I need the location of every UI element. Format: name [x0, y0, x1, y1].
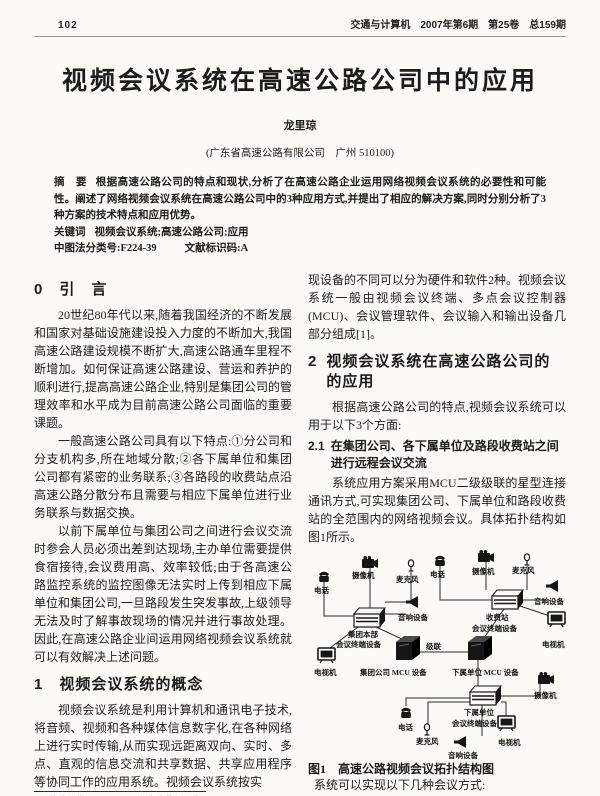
keywords-line: 关键词视频会议系统;高速公路公司;应用 [54, 225, 546, 242]
body-paragraph: 20世纪80年代以来,随着我国经济的不断发展和国家对基础设施建设投入力度的不断加… [34, 307, 292, 430]
affiliation: (广东省高速公路有限公司 广州 510100) [205, 148, 395, 159]
figure-label-hq-terminal-1: 集团本部 [348, 629, 378, 639]
section-2-text: 视频会议系统在高速公路公司的 的应用 [326, 352, 550, 392]
figure-label-hq-terminal-2: 会议终端设备 [336, 639, 381, 649]
body-paragraph: 系统应用方案采用MCU二级级联的星型连接通讯方式,可实现集团公司、下属单位和路段… [308, 475, 566, 544]
figure-label-mic: 麦克风 [512, 565, 535, 575]
figure-label-toll-terminal-1: 收费站 [486, 612, 509, 622]
figure-label-toll-terminal-2: 会议终端设备 [472, 623, 517, 633]
telephone-icon [319, 571, 329, 582]
figure-label-phone: 电话 [430, 569, 445, 579]
section-1-heading: 1 视频会议系统的概念 [34, 675, 204, 693]
two-column-body: 0 引 言 20世纪80年代以来,随着我国经济的不断发展和国家对基础设施建设投入… [34, 271, 566, 796]
figure-label-cascade: 级联 [426, 641, 441, 651]
group-mcu-icon [395, 635, 421, 660]
abstract-block: 摘 要根据高速公路公司的特点和现状,分析了在高速公路企业运用网络视频会议系统的必… [54, 175, 546, 258]
tv-icon [547, 610, 566, 628]
figure-label-mic: 麦克风 [416, 736, 439, 746]
figure-label-speaker: 音响设备 [398, 612, 428, 622]
hq-terminal-icon [353, 606, 386, 628]
journal-info: 交通与计算机 2007年第6期 第25卷 总159期 [350, 20, 566, 31]
footnote-rule [34, 790, 206, 792]
telephone-icon [401, 707, 411, 718]
topology-diagram-graphic [317, 549, 566, 748]
body-paragraph: 以前下属单位与集团公司之间进行会议交流时参会人员必须出差到达现场,主办单位需要提… [34, 523, 292, 664]
connection-lines [323, 561, 551, 736]
microphone-icon [407, 558, 415, 572]
page-header: 102 交通与计算机 2007年第6期 第25卷 总159期 [34, 10, 566, 36]
figure-label-mic: 麦克风 [396, 574, 419, 584]
left-column: 0 引 言 20世纪80年代以来,随着我国经济的不断发展和国家对基础设施建设投入… [34, 271, 292, 796]
figure-label-tv: 电视机 [542, 639, 565, 649]
telephone-icon [435, 555, 445, 566]
figure-label-speaker: 音响设备 [448, 750, 478, 760]
abstract-paragraph: 摘 要根据高速公路公司的特点和现状,分析了在高速公路企业运用网络视频会议系统的必… [54, 175, 546, 225]
subunit-mcu-icon [467, 635, 493, 660]
clc-number: 中图法分类号:F224-39 [54, 243, 157, 254]
section-0-heading: 0 引 言 [34, 280, 108, 298]
right-column: 现设备的不同可以分为硬件和软件2种。视频会议系统一般由视频会议终端、多点会议控制… [308, 271, 566, 796]
subunit-terminal-icon [469, 684, 502, 706]
speaker-icon [546, 579, 558, 592]
section-2-1-number: 2.1 [308, 438, 325, 453]
doc-code: 文献标识码:A [184, 243, 249, 254]
figure-label-subunit-terminal-2: 会议终端设备 [452, 718, 497, 728]
speaker-icon [454, 735, 466, 748]
tv-icon [317, 646, 336, 664]
tollstation-terminal-icon [491, 588, 524, 610]
header-rule [34, 36, 566, 37]
page-number: 102 [58, 20, 78, 31]
section-2-1-line1: 在集团公司、各下属单位及路段收费站之间 [330, 438, 559, 453]
microphone-icon [523, 552, 531, 566]
camera-icon [362, 555, 378, 568]
section-2-heading: 2 视频会议系统在高速公路公司的 的应用 [308, 352, 566, 392]
body-paragraph: 一般高速公路公司具有以下特点:①分公司和分支机构多,所在地域分散;②各下属单位和… [34, 433, 292, 520]
figure-label-camera: 摄像机 [534, 690, 557, 700]
abstract-label: 摘 要 [54, 177, 87, 188]
section-2-1-line2: 进行远程会议交流 [330, 455, 427, 470]
section-2-number: 2 [308, 352, 318, 370]
keywords-label: 关键词 [54, 226, 86, 238]
figure-1-topology-diagram: 摄像机 麦克风 电话 音响设备 集团本部 会议终端设备 电视机 电话 摄像机 麦… [308, 549, 566, 762]
figure-label-speaker: 音响设备 [534, 596, 564, 606]
section-2-line2: 的应用 [326, 372, 375, 390]
body-paragraph: 系统可以实现以下几种会议方式: [314, 777, 486, 792]
section-2-1-text: 在集团公司、各下属单位及路段收费站之间 进行远程会议交流 [331, 438, 559, 472]
clc-line: 中图法分类号:F224-39 文献标识码:A [54, 241, 546, 258]
tv-icon [497, 714, 516, 732]
paper-title: 视频会议系统在高速公路公司中的应用 [61, 67, 538, 95]
figure-label-camera: 摄像机 [472, 566, 495, 576]
figure-label-camera: 摄像机 [352, 570, 375, 580]
camera-icon [538, 671, 554, 684]
body-paragraph: 视频会议系统是利用计算机和通讯电子技术,将音频、视频和各种媒体信息数字化,在各种… [34, 702, 292, 789]
abstract-text: 根据高速公路公司的特点和现状,分析了在高速公路企业运用网络视频会议系统的必要性和… [54, 177, 547, 221]
figure-label-phone: 电话 [314, 585, 329, 595]
figure-caption: 图1 高速公路视频会议拓扑结构图 [308, 761, 495, 776]
section-2-line1: 视频会议系统在高速公路公司的 [326, 352, 551, 370]
body-paragraph: 现设备的不同可以分为硬件和软件2种。视频会议系统一般由视频会议终端、多点会议控制… [308, 272, 566, 341]
section-2-1-heading: 2.1 在集团公司、各下属单位及路段收费站之间 进行远程会议交流 [308, 438, 566, 472]
figure-label-subunit-terminal-1: 下属单位 [464, 707, 494, 717]
camera-icon [478, 549, 494, 562]
footnote: 收稿日期:2007-09-30;修改稿收到日期:2007-11-25 [34, 790, 292, 796]
body-paragraph: 根据高速公路公司的特点,视频会议系统可以用于以下3个方面: [308, 399, 566, 432]
microphone-icon [423, 722, 431, 736]
figure-label-phone: 电话 [398, 722, 413, 732]
author-name: 龙里琼 [283, 120, 317, 132]
figure-label-subunit-mcu: 下属单位 MCU 设备 [452, 667, 519, 677]
figure-label-tv: 电视机 [314, 667, 337, 677]
figure-label-tv: 电视机 [498, 737, 521, 747]
keywords-text: 视频会议系统;高速公路公司;应用 [94, 226, 249, 238]
figure-label-group-mcu: 集团公司 MCU 设备 [360, 667, 427, 677]
speaker-icon [406, 595, 418, 608]
